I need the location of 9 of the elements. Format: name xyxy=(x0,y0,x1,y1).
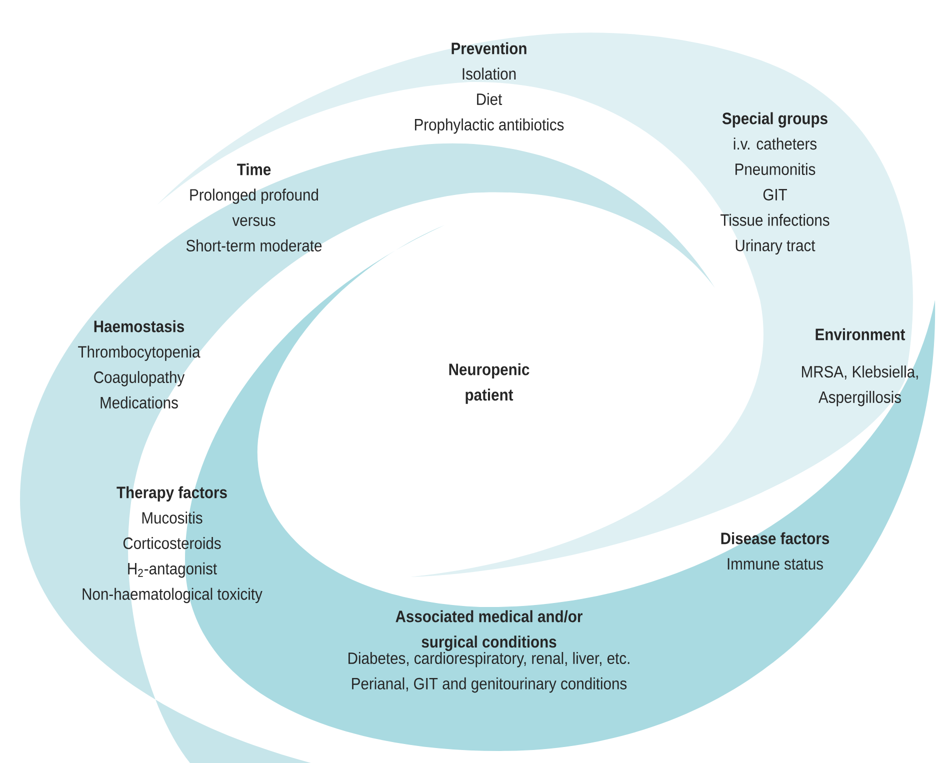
factor-group: Prevention Isolation Diet Prophylactic antibiotics xyxy=(414,42,564,134)
center-label: Neuropenic patient xyxy=(449,363,530,404)
factor-group: Environment MRSA, Klebsiella, Aspergillosis xyxy=(802,328,918,406)
factor-group: Associated medical and/or surgical conditions Diabetes, cardiorespiratory, renal, liver, etc. Perianal, GIT and genitourinary conditions xyxy=(348,610,630,693)
factor-group: Disease factors Immune status xyxy=(721,532,830,570)
factor-group: Time Prolonged profound versus Short-term moderate xyxy=(186,163,322,252)
factor-group: Special groups i.v. catheters Pneumonitis GIT Tissue infections Urinary tract xyxy=(720,112,830,255)
factor-group: Haemostasis Thrombocytopenia Coagulopathy Medications xyxy=(78,320,200,408)
factor-group: Therapy factors Mucositis Corticosteroids H$_{2}$-antagonist Non-haematological toxicity xyxy=(82,486,262,604)
